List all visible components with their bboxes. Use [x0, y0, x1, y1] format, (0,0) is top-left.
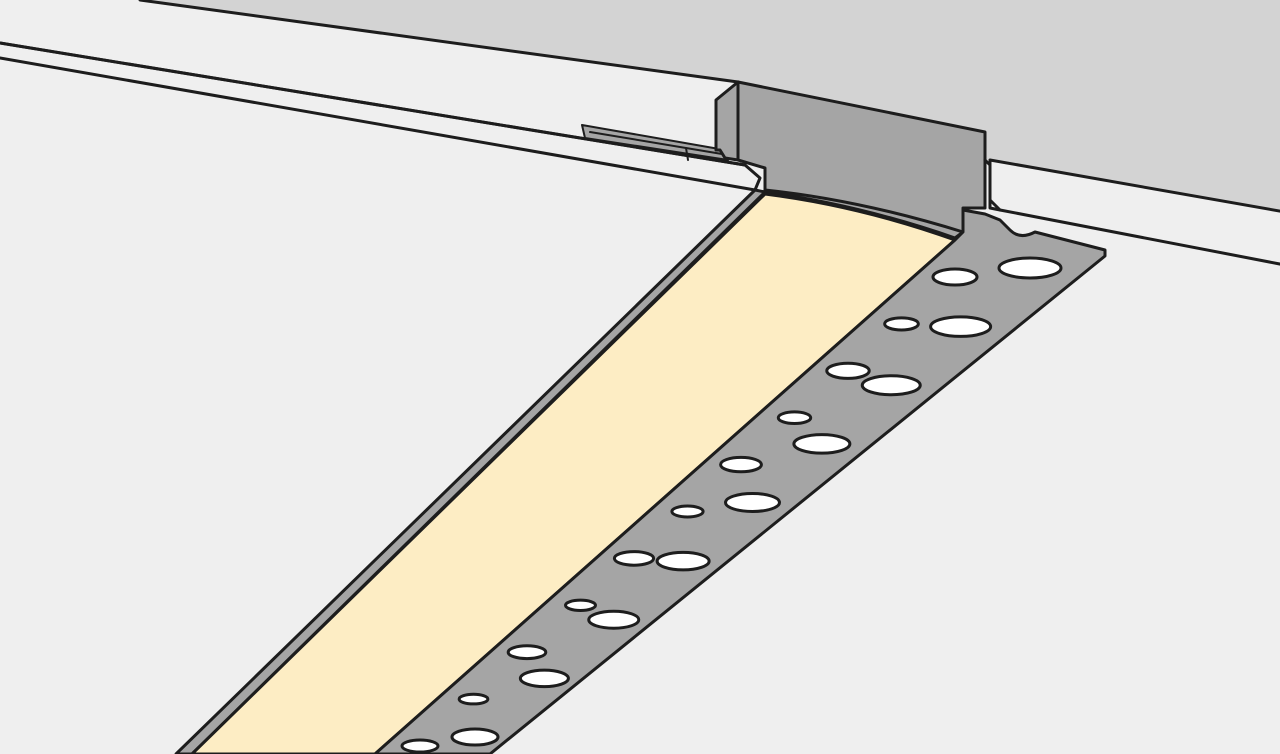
left-profile-flange — [581, 124, 729, 161]
perforated-flange — [373, 208, 1107, 754]
flange-hole — [506, 644, 548, 661]
flange-hole — [997, 256, 1063, 280]
wall-top-line — [138, 0, 740, 84]
flange-hole — [518, 668, 570, 689]
profile-left-lip — [714, 80, 740, 162]
flange-hole — [792, 433, 852, 455]
flange-hole — [670, 504, 705, 519]
flange-hole — [929, 315, 993, 338]
flange-hole — [825, 361, 871, 380]
flange-hole — [776, 410, 813, 425]
flange-hole — [724, 492, 781, 513]
channel-left-wall — [174, 188, 767, 754]
flange-hole — [655, 550, 711, 572]
flange-hole — [719, 455, 763, 474]
flange-hole — [883, 316, 920, 332]
flange-hole — [400, 738, 440, 754]
left-board-top-line — [0, 41, 747, 167]
flange-hole — [450, 727, 500, 747]
flange-hole — [612, 550, 656, 567]
upper-wall-surface — [140, 0, 1280, 212]
right-board-corner — [983, 158, 1002, 212]
flange-hole — [860, 374, 922, 397]
flange-hole — [931, 267, 979, 287]
flange-hole — [564, 598, 597, 612]
flange-holes — [400, 256, 1063, 754]
flange-hole — [457, 692, 490, 706]
flange-hole — [587, 609, 641, 630]
